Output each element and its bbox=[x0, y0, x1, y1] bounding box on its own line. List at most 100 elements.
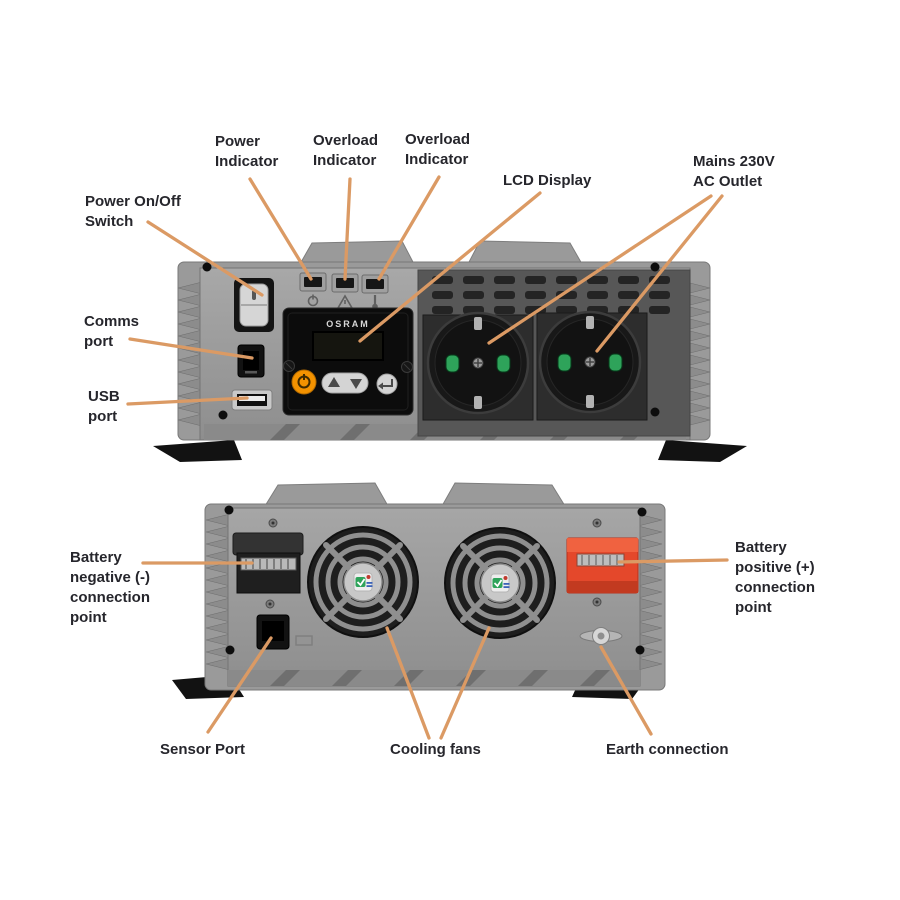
label-line: Cooling fans bbox=[390, 741, 481, 758]
enter-icon bbox=[382, 379, 393, 387]
leader-mains-1 bbox=[487, 194, 713, 345]
label-line: negative (-) bbox=[70, 569, 151, 586]
label-lcd-display: LCD Display bbox=[503, 171, 591, 191]
leader-mains-2 bbox=[595, 194, 724, 353]
lcd-screen bbox=[312, 331, 384, 361]
front-right-foot bbox=[658, 440, 747, 462]
label-battery-positive: Battery positive (+) connection point bbox=[735, 538, 815, 618]
label-line: USB bbox=[88, 388, 120, 405]
earth-clip bbox=[586, 316, 594, 329]
earth-clip bbox=[586, 395, 594, 408]
ac-outlet-1 bbox=[422, 311, 534, 421]
label-battery-negative: Battery negative (-) connection point bbox=[70, 548, 150, 628]
chassis-screw bbox=[218, 410, 228, 420]
label-cooling-fans: Cooling fans bbox=[390, 740, 481, 760]
label-line: Switch bbox=[85, 213, 134, 230]
leader-usb bbox=[126, 396, 249, 406]
label-line: connection bbox=[70, 589, 151, 606]
embossed-marking bbox=[295, 635, 313, 646]
label-line: LCD Display bbox=[503, 172, 592, 189]
leader-power-switch bbox=[146, 220, 264, 297]
cooling-fan-2 bbox=[444, 527, 556, 639]
label-line: Battery bbox=[735, 539, 787, 556]
socket-pin-hole bbox=[496, 354, 511, 373]
battery-negative-terminal bbox=[232, 532, 304, 594]
leader-fan-2 bbox=[439, 626, 491, 740]
label-line: port bbox=[84, 333, 114, 350]
label-line: Sensor Port bbox=[160, 741, 246, 758]
chassis-screw bbox=[635, 645, 645, 655]
socket-pin-hole bbox=[557, 353, 572, 372]
label-line: AC Outlet bbox=[693, 173, 763, 190]
label-line: Overload bbox=[405, 131, 471, 148]
leader-overload-1 bbox=[343, 177, 352, 281]
socket-pin-hole bbox=[608, 353, 623, 372]
front-panel-view: OSRAM bbox=[153, 240, 747, 462]
check-icon bbox=[492, 578, 503, 588]
down-arrow-icon bbox=[350, 379, 362, 389]
osram-logo: OSRAM bbox=[326, 319, 370, 329]
label-line: port bbox=[88, 408, 118, 425]
switch-on-mark bbox=[252, 290, 256, 300]
cooling-fan-1 bbox=[307, 526, 419, 638]
bottom-skirt bbox=[228, 670, 640, 686]
lcd-control-panel: OSRAM bbox=[282, 307, 414, 416]
chassis-screw bbox=[224, 505, 234, 515]
rear-panel-view bbox=[172, 482, 666, 699]
power-button bbox=[291, 369, 317, 395]
overload-indicator-window-1 bbox=[336, 278, 354, 288]
leader-fan-1 bbox=[385, 626, 431, 740]
label-line: Power bbox=[215, 133, 261, 150]
label-comms-port: Comms port bbox=[84, 312, 139, 352]
label-overload-indicator-2: Overload Indicator bbox=[405, 130, 470, 170]
label-sensor-port: Sensor Port bbox=[160, 740, 245, 760]
label-line: point bbox=[735, 599, 772, 616]
heatsink-fins-left bbox=[205, 513, 231, 671]
indicator-windows bbox=[299, 272, 389, 310]
label-line: Overload bbox=[313, 132, 379, 149]
chassis-screw bbox=[637, 507, 647, 517]
label-line: Indicator bbox=[215, 153, 279, 170]
ac-outlet-2 bbox=[536, 310, 648, 421]
leader-lcd bbox=[358, 191, 542, 343]
chassis-screw bbox=[202, 262, 212, 272]
label-line: Earth connection bbox=[606, 741, 729, 758]
chassis-screw bbox=[225, 645, 235, 655]
label-line: Indicator bbox=[405, 151, 469, 168]
front-left-foot bbox=[153, 440, 242, 462]
socket-pin-hole bbox=[445, 354, 460, 373]
label-line: Comms bbox=[84, 313, 140, 330]
leader-earth bbox=[599, 645, 653, 736]
label-overload-indicator-1: Overload Indicator bbox=[313, 131, 378, 171]
label-power-switch: Power On/Off Switch bbox=[85, 192, 181, 232]
check-icon bbox=[355, 577, 366, 587]
label-usb-port: USB port bbox=[88, 387, 120, 427]
label-line: Mains 230V bbox=[693, 153, 775, 170]
label-line: Power On/Off bbox=[85, 193, 181, 210]
earth-stud bbox=[579, 627, 623, 645]
power-indicator-window bbox=[304, 277, 322, 287]
overload-indicator-window-2 bbox=[366, 279, 384, 289]
earth-clip bbox=[474, 317, 482, 330]
leader-power-indicator bbox=[248, 177, 313, 281]
leader-battery-positive bbox=[617, 558, 729, 564]
label-line: point bbox=[70, 609, 107, 626]
battery-positive-terminal bbox=[566, 537, 639, 594]
chassis-screw bbox=[650, 407, 660, 417]
label-line: positive (+) bbox=[735, 559, 815, 576]
label-earth-connection: Earth connection bbox=[606, 740, 729, 760]
earth-clip bbox=[474, 396, 482, 409]
label-line: connection bbox=[735, 579, 816, 596]
label-line: Indicator bbox=[313, 152, 377, 169]
panel-screws bbox=[265, 518, 602, 609]
leader-sensor-port bbox=[206, 636, 273, 734]
up-arrow-icon bbox=[328, 377, 340, 387]
leader-comms bbox=[128, 337, 254, 360]
label-power-indicator: Power Indicator bbox=[215, 132, 278, 172]
label-mains-outlet: Mains 230V AC Outlet bbox=[693, 152, 775, 192]
label-line: Battery bbox=[70, 549, 122, 566]
leader-overload-2 bbox=[377, 175, 441, 281]
heatsink-fins-right bbox=[637, 513, 663, 671]
